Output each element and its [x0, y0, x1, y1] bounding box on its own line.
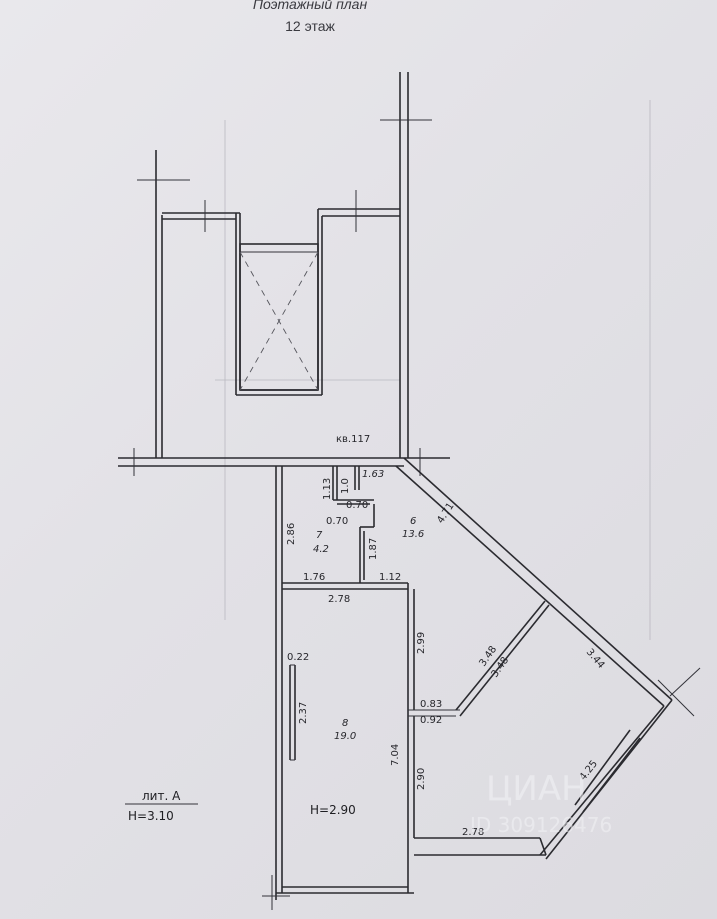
- upper-core-walls: [118, 72, 450, 476]
- plan-title: Поэтажный план: [252, 0, 368, 12]
- dim-2-78-bottom: 2.78: [462, 827, 484, 838]
- construction-lines: [215, 100, 651, 640]
- room-8-number: 8: [342, 718, 348, 729]
- dim-0-70-a: 0.70: [346, 500, 368, 511]
- dim-2-78-top: 2.78: [328, 594, 350, 605]
- room-7-number: 7: [316, 530, 323, 541]
- dim-2-86: 2.86: [286, 523, 297, 545]
- lit-label: лит. А: [142, 789, 181, 803]
- dim-0-92: 0.92: [420, 715, 442, 726]
- watermark-id: ID 309126476: [470, 813, 612, 837]
- dim-2-37: 2.37: [298, 702, 309, 724]
- dim-1-63: 1.63: [362, 469, 384, 480]
- dim-1-76: 1.76: [303, 572, 325, 583]
- floor-label: 12 этаж: [285, 18, 335, 34]
- room-8-area: 19.0: [334, 731, 356, 742]
- dim-1-0: 1.0: [340, 478, 351, 494]
- apartment-number: кв.117: [336, 434, 370, 445]
- room-7-area: 4.2: [313, 544, 329, 555]
- room-6-number: 6: [410, 516, 416, 527]
- dim-1-12: 1.12: [379, 572, 401, 583]
- dim-2-99: 2.99: [416, 632, 427, 654]
- dim-0-70-b: 0.70: [326, 516, 348, 527]
- room-6-area: 13.6: [402, 529, 424, 540]
- dim-0-83: 0.83: [420, 699, 442, 710]
- watermark: ЦИАН ID 309126476: [470, 769, 612, 837]
- room-height-label: H=2.90: [310, 803, 356, 817]
- watermark-brand: ЦИАН: [486, 769, 587, 809]
- dim-7-04: 7.04: [390, 744, 401, 766]
- dim-0-22: 0.22: [287, 652, 309, 663]
- dim-1-13: 1.13: [322, 478, 333, 500]
- dim-2-90: 2.90: [416, 768, 427, 790]
- apartment-walls: [262, 457, 701, 910]
- lit-height: H=3.10: [128, 809, 174, 823]
- dim-1-87: 1.87: [368, 538, 379, 560]
